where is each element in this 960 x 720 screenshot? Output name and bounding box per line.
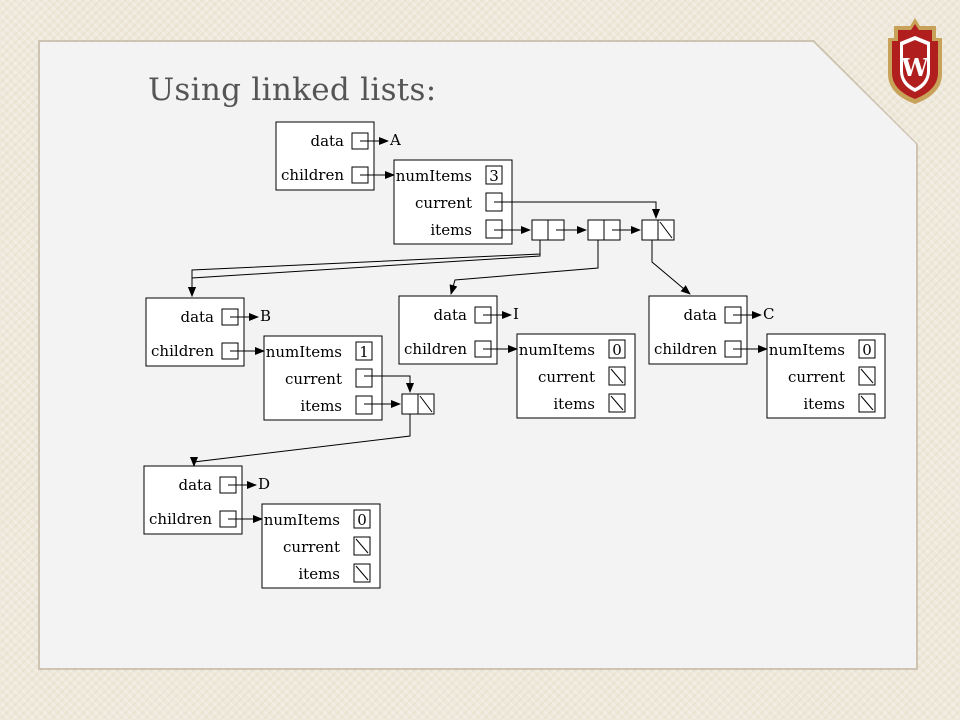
numitems-value-cell: [355, 341, 373, 361]
data-field-label: data: [178, 476, 212, 494]
children-field-label: children: [149, 510, 212, 528]
numitems-value-cell: [608, 339, 626, 359]
current-pointer-arrow: [364, 375, 414, 393]
element-pointer-arrow: [188, 240, 541, 297]
children-field-label: children: [151, 342, 214, 360]
current-field-label: current: [415, 194, 472, 212]
data-field-label: data: [433, 306, 467, 324]
numitems-field-label: numItems: [396, 167, 472, 185]
node-label: C: [763, 305, 774, 323]
current-field-label: current: [788, 368, 845, 386]
data-field-label: data: [310, 132, 344, 150]
numitems-field-label: numItems: [769, 341, 845, 359]
current-field-label: current: [538, 368, 595, 386]
node-label: I: [513, 305, 519, 323]
items-field-label: items: [300, 397, 342, 415]
university-crest-icon: W: [888, 18, 942, 104]
crest-letter: W: [901, 53, 930, 82]
null-slash: [610, 395, 624, 411]
items-field-label: items: [553, 395, 595, 413]
node-label: A: [389, 131, 401, 149]
items-field-label: items: [803, 395, 845, 413]
numitems-value: 0: [357, 511, 367, 529]
slide-title: Using linked lists:: [148, 72, 437, 108]
data-field-label: data: [683, 306, 717, 324]
numitems-value: 3: [489, 167, 499, 185]
null-slash: [355, 538, 369, 554]
items-field-label: items: [298, 565, 340, 583]
children-field-label: children: [281, 166, 344, 184]
null-slash: [355, 565, 369, 581]
node-label: B: [260, 307, 271, 325]
element-pointer-arrow: [651, 240, 691, 295]
items-pointer-cell: [485, 219, 503, 239]
numitems-value-cell: [353, 509, 371, 529]
node-label: D: [258, 475, 270, 493]
null-slash: [860, 395, 874, 411]
items-pointer-cell: [355, 395, 373, 415]
numitems-value-cell: [858, 339, 876, 359]
null-slash: [860, 368, 874, 384]
numitems-field-label: numItems: [264, 511, 340, 529]
element-pointer-arrow: [449, 240, 599, 295]
element-pointer-arrow: [190, 414, 411, 467]
items-field-label: items: [430, 221, 472, 239]
current-pointer-cell: [355, 368, 373, 388]
data-field-label: data: [180, 308, 214, 326]
current-pointer-arrow: [494, 201, 660, 219]
current-field-label: current: [285, 370, 342, 388]
null-slash: [659, 221, 673, 239]
numitems-value: 0: [612, 341, 622, 359]
numitems-value-cell: [485, 165, 503, 185]
element-pointer-arrow: [188, 240, 541, 297]
numitems-value: 0: [862, 341, 872, 359]
null-slash: [610, 368, 624, 384]
numitems-value: 1: [359, 343, 369, 361]
children-field-label: children: [404, 340, 467, 358]
children-field-label: children: [654, 340, 717, 358]
numitems-field-label: numItems: [266, 343, 342, 361]
current-field-label: current: [283, 538, 340, 556]
numitems-field-label: numItems: [519, 341, 595, 359]
null-slash: [419, 395, 433, 413]
